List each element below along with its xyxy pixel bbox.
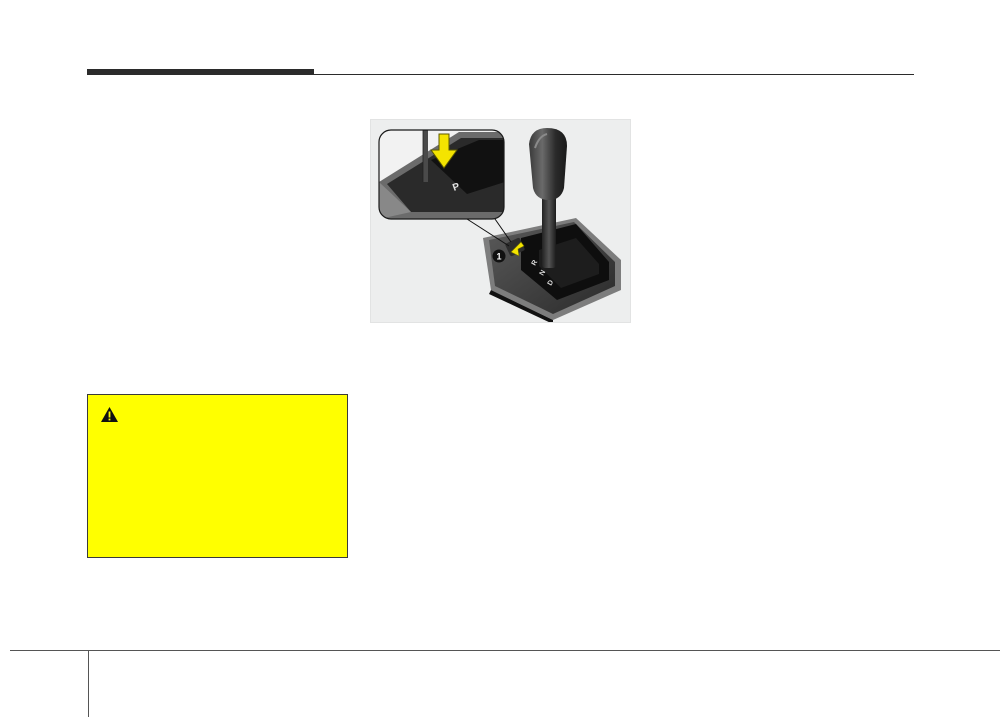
gate-letter-n: N [539, 269, 548, 277]
gate-letter-d: D [547, 279, 556, 287]
gate-indicator: R N D [531, 259, 556, 287]
footer-rule [10, 650, 1000, 651]
shift-lever [529, 128, 567, 268]
header-rule-thin [314, 74, 914, 75]
shift-lever-illustration: R N D 1 [370, 119, 631, 323]
shift-lock-button [505, 237, 525, 257]
footer-divider [88, 650, 89, 717]
caution-box [87, 394, 348, 558]
callout-marker: 1 [492, 249, 506, 263]
warning-triangle-icon [101, 407, 118, 422]
down-arrow-icon [430, 133, 458, 169]
gate-letter-r: R [531, 259, 540, 267]
inset-detail: P [378, 129, 505, 220]
callout-number: 1 [496, 252, 501, 262]
header-rule-thick [87, 69, 314, 75]
gate-letter-p: P [451, 181, 461, 194]
